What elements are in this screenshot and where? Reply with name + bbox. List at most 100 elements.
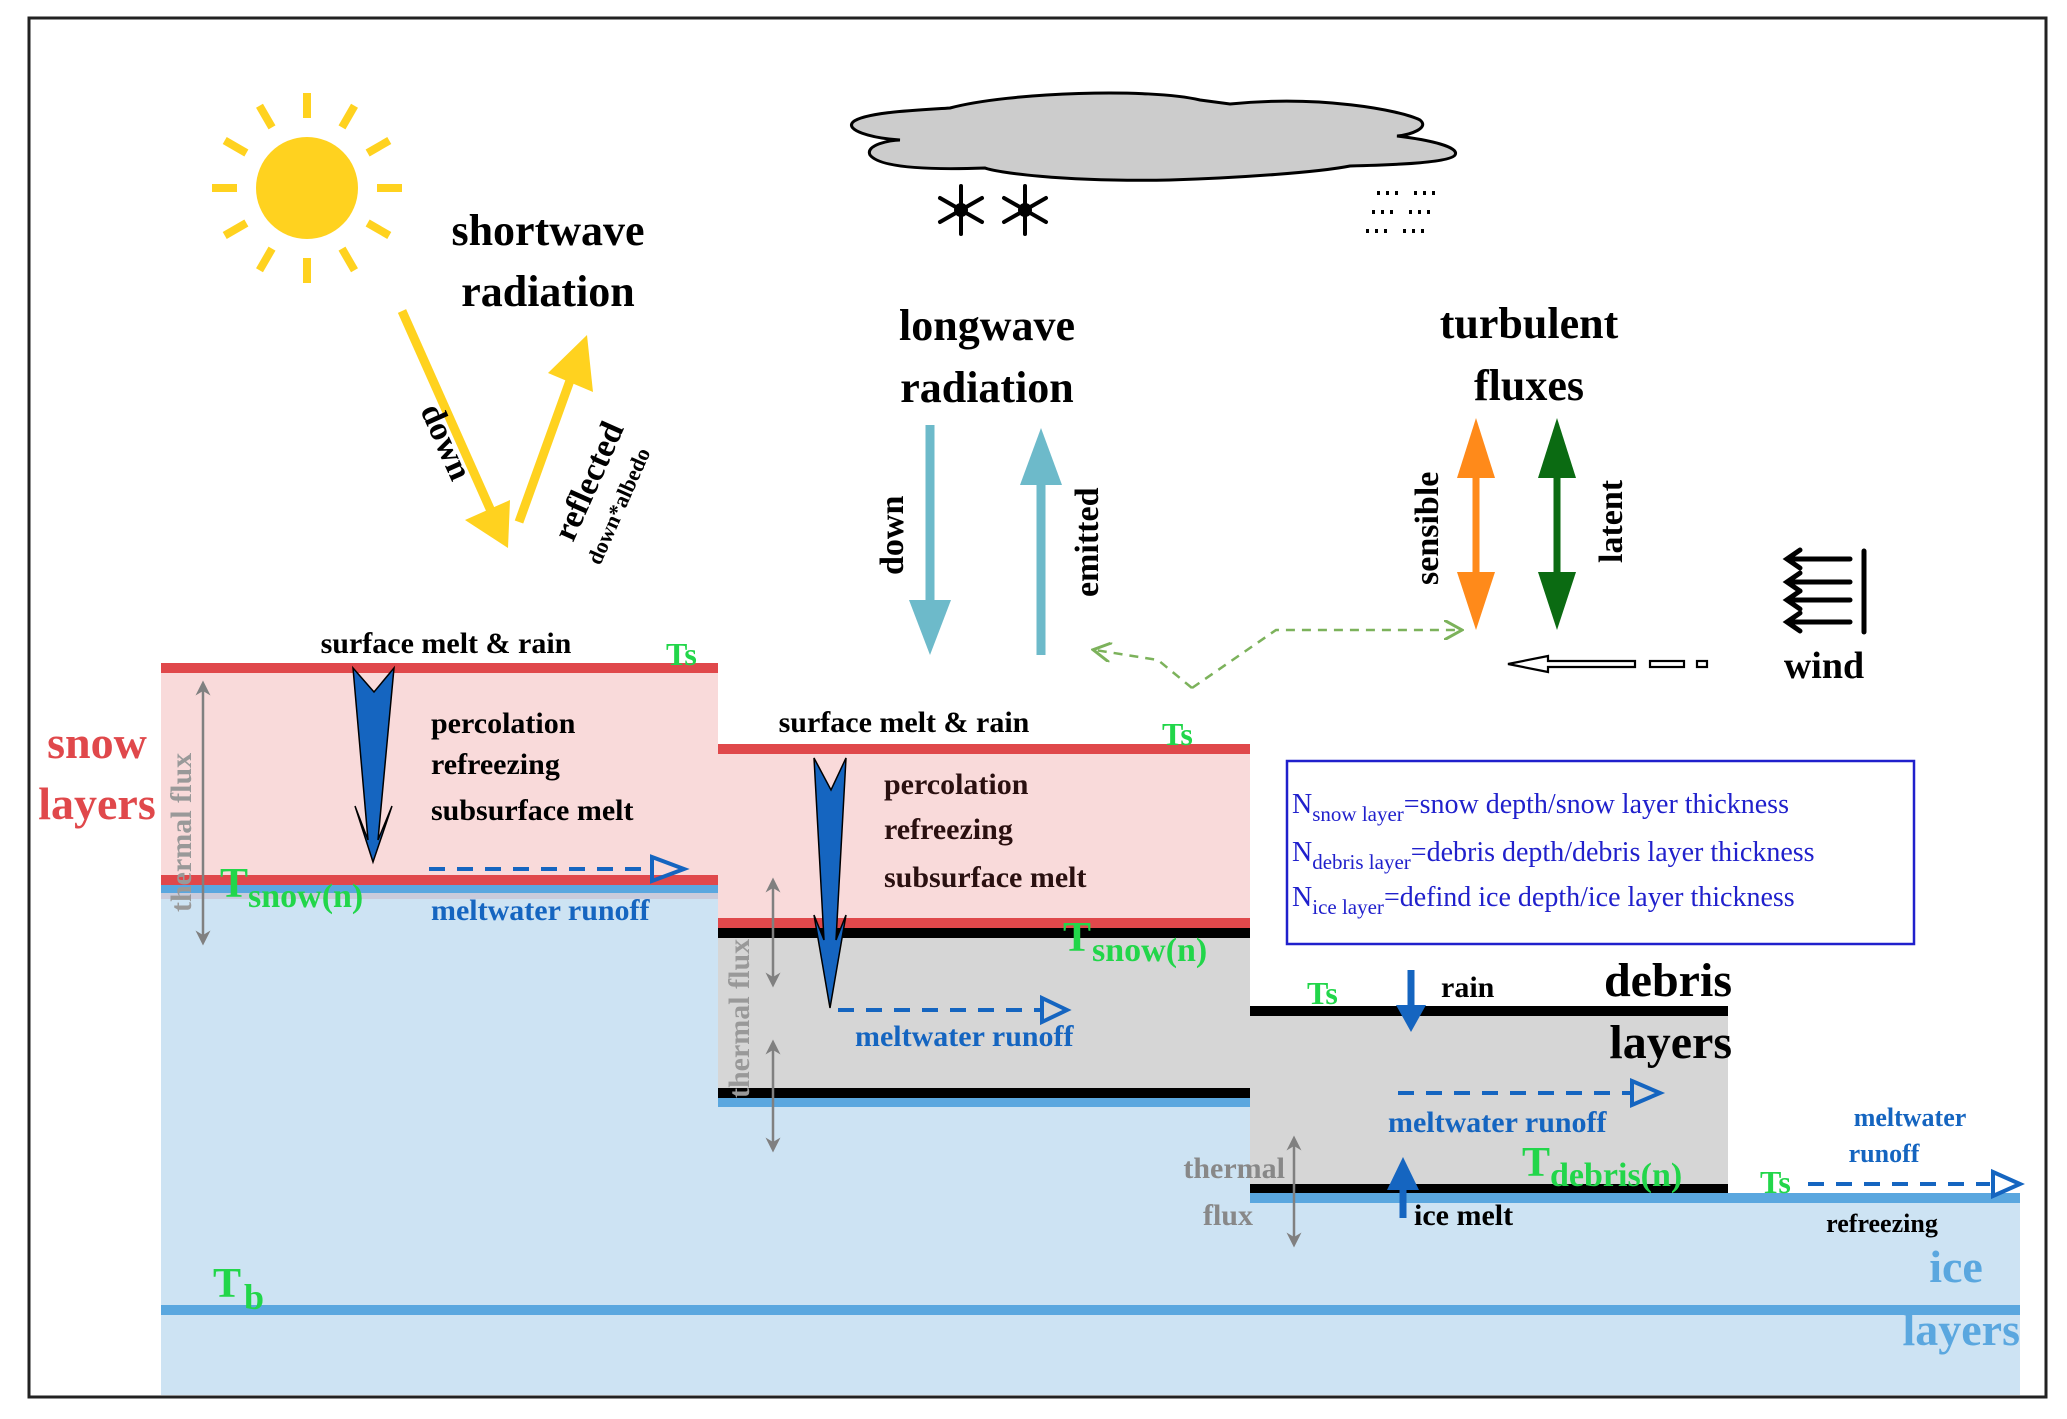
rain-drops-icon	[1366, 191, 1435, 233]
shortwave-title-line1: shortwave	[451, 206, 644, 255]
rain-drop	[1390, 210, 1393, 214]
percolation-arrow	[352, 665, 395, 865]
debris-layers-label-line2: layers	[1609, 1016, 1732, 1069]
legend-sub: snow layer	[1312, 802, 1404, 826]
debris-ice-melt-label: ice melt	[1414, 1199, 1513, 1232]
ice-melt-arrow	[1387, 1157, 1419, 1218]
rain-drop	[1395, 191, 1398, 195]
ice-top-line-3	[1250, 1193, 2020, 1203]
legend-text: =debris depth/debris layer thickness	[1411, 837, 1815, 868]
legend-row-debris: Ndebris layer=debris depth/debris layer …	[1292, 837, 1815, 874]
longwave-down-arrow	[909, 425, 951, 655]
sun-ray	[256, 246, 276, 273]
sun-ray	[338, 103, 358, 130]
ice-top-shadow-1	[161, 893, 718, 899]
sun-ray	[222, 137, 249, 157]
snow-tn-label: T snow(n)	[220, 861, 363, 915]
rain-drop	[1377, 191, 1380, 195]
ice-top-line-1	[161, 885, 718, 893]
debris-base-line-3	[1250, 1184, 1728, 1193]
snow-meltwater-runoff-label: meltwater runoff	[431, 894, 651, 927]
block2-process-percolation: percolation	[884, 768, 1029, 801]
ice-refreezing-label: refreezing	[1826, 1209, 1938, 1238]
block2-process-refreezing: refreezing	[884, 813, 1013, 846]
shortwave-down-arrow	[397, 309, 510, 548]
rain-drop	[1403, 229, 1406, 233]
rain-drop	[1418, 210, 1421, 214]
tn-sub: snow(n)	[248, 878, 363, 915]
wind-icon	[1782, 547, 1867, 635]
rain-drop	[1384, 229, 1387, 233]
legend-text: =snow depth/snow layer thickness	[1404, 789, 1789, 820]
ice-layers-label-line2: layers	[1902, 1304, 2020, 1355]
longwave-title-line1: longwave	[899, 301, 1075, 350]
shortwave-title-line2: radiation	[461, 267, 635, 316]
rain-drop	[1414, 191, 1417, 195]
sun-icon	[212, 93, 402, 283]
layer-count-legend-box	[1285, 759, 1916, 946]
legend-row-ice: Nice layer=defind ice depth/ice layer th…	[1292, 882, 1795, 919]
rain-drop	[1366, 229, 1369, 233]
snow-layers-label-line1: snow	[47, 717, 147, 768]
block2-thermal-flux-label: thermal flux	[723, 939, 756, 1098]
snow-layers-label-line2: layers	[38, 778, 156, 829]
rain-drop	[1386, 191, 1389, 195]
snow-surface-line-2	[718, 744, 1250, 754]
legend-row-snow: Nsnow layer=snow depth/snow layer thickn…	[1292, 789, 1789, 826]
snow-base-line-1	[161, 875, 718, 885]
longwave-title-line2: radiation	[900, 363, 1074, 412]
ice-meltwater-label-line2: runoff	[1849, 1139, 1920, 1168]
snow-process-refreezing: refreezing	[431, 748, 560, 781]
sensible-heat-arrow	[1457, 418, 1495, 630]
block2-process-subsurface-melt: subsurface melt	[884, 861, 1086, 894]
debris-thermal-label-line1: thermal	[1183, 1152, 1285, 1185]
sun-ray	[256, 103, 276, 130]
wind-label: wind	[1784, 645, 1864, 687]
debris-base-line-2	[718, 1088, 1250, 1098]
rain-drop	[1432, 191, 1435, 195]
sun-ray	[222, 219, 249, 239]
meltwater-runoff-arrow	[1808, 1168, 2025, 1200]
snow-process-percolation: percolation	[431, 707, 576, 740]
rain-drop	[1372, 210, 1375, 214]
block2-meltwater-runoff-label: meltwater runoff	[855, 1020, 1075, 1053]
debris-top-line-2	[718, 928, 1250, 938]
tb-sub: b	[244, 1277, 264, 1317]
tb-main: T	[213, 1261, 241, 1307]
legend-main: N	[1292, 882, 1312, 913]
debris-layers-label-line1: debris	[1604, 954, 1732, 1007]
surface-exchange-guide	[1095, 650, 1193, 689]
blank-area	[1728, 1006, 2020, 1193]
shortwave-reflected-arrow	[514, 335, 593, 524]
svg-text:Ndebris layer=debris depth/deb: Ndebris layer=debris depth/debris layer …	[1292, 837, 1815, 874]
tn-main: T	[1522, 1140, 1550, 1186]
latent-heat-arrow	[1538, 418, 1576, 630]
sun-ray	[338, 246, 358, 273]
surface-exchange-guide	[1191, 630, 1460, 690]
snowflake-icon	[938, 184, 984, 236]
longwave-emitted-arrow	[1020, 428, 1062, 655]
rain-drop	[1427, 210, 1430, 214]
rain-drop	[1409, 210, 1412, 214]
meltwater-runoff-arrow	[1398, 1077, 1666, 1109]
percolation-arrow	[813, 757, 847, 1009]
snow-base-line-2	[718, 918, 1250, 928]
legend-sub: ice layer	[1312, 895, 1384, 919]
legend-main: N	[1292, 789, 1312, 820]
snow-layers-block-2	[718, 748, 1250, 920]
turbulent-title-line2: fluxes	[1474, 361, 1584, 410]
ice-top-line-2	[718, 1098, 1250, 1107]
rain-drop	[1421, 229, 1424, 233]
debris-meltwater-runoff-label: meltwater runoff	[1388, 1106, 1608, 1139]
meltwater-runoff-arrow	[838, 994, 1072, 1026]
snow-thermal-flux-label: thermal flux	[165, 753, 198, 912]
sun-ray	[365, 137, 392, 157]
debris-layers-block-2	[718, 938, 1250, 1090]
tn-sub: snow(n)	[1092, 932, 1207, 969]
block2-tn-label: T snow(n)	[1063, 915, 1207, 969]
tn-main: T	[1063, 915, 1091, 961]
snowflake-icon	[1002, 184, 1048, 236]
debris-tn-label: T debris(n)	[1522, 1140, 1682, 1194]
latent-label: latent	[1593, 479, 1630, 563]
